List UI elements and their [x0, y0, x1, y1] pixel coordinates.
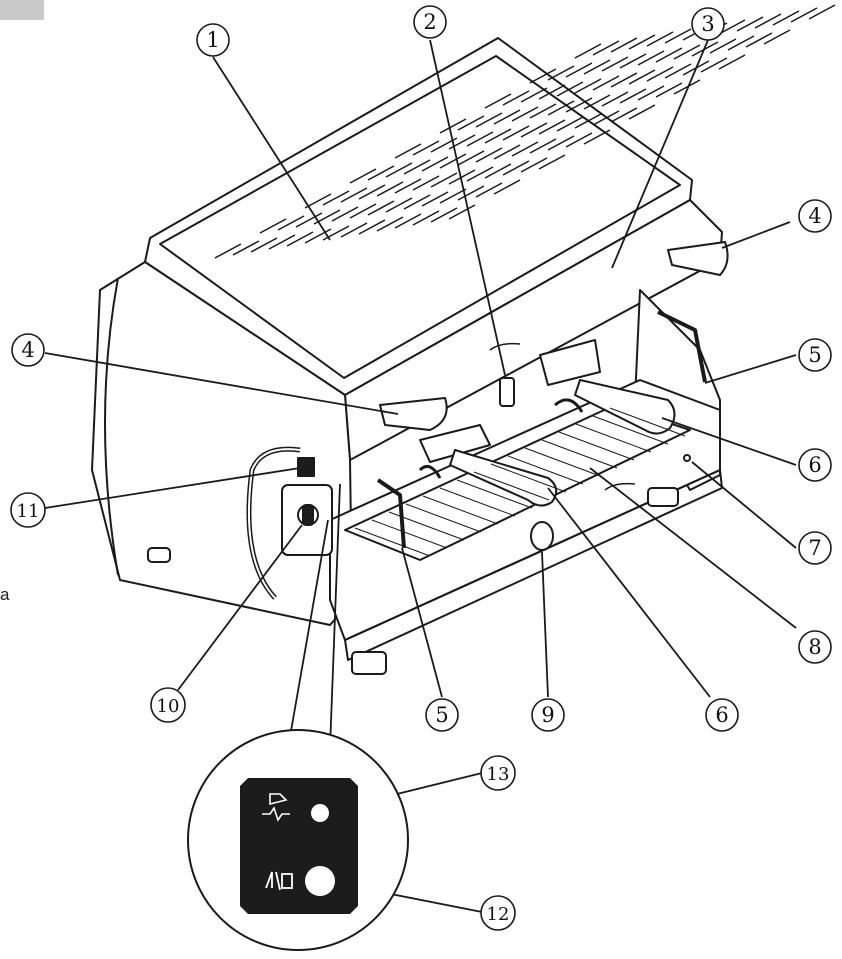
control-panel: [240, 778, 358, 914]
svg-text:9: 9: [541, 703, 554, 727]
svg-text:5: 5: [808, 343, 821, 367]
callout-8: 8: [798, 630, 832, 664]
power-on-off-icon: [265, 871, 293, 891]
stray-text: a: [0, 585, 10, 604]
svg-text:5: 5: [435, 703, 448, 727]
callout-4-left: 4: [11, 333, 45, 367]
callout-4-right: 4: [798, 199, 832, 233]
svg-text:10: 10: [157, 696, 180, 717]
callout-13: 13: [480, 755, 516, 791]
power-switch-button[interactable]: [305, 866, 335, 896]
callout-12: 12: [480, 895, 516, 931]
svg-text:11: 11: [17, 501, 40, 522]
svg-text:4: 4: [21, 338, 34, 362]
svg-text:1: 1: [206, 28, 219, 52]
svg-text:8: 8: [808, 635, 821, 659]
callout-9: 9: [531, 698, 565, 732]
svg-text:6: 6: [715, 703, 728, 727]
machine-body: [91, 37, 729, 675]
detail-zoom: [187, 729, 409, 951]
svg-text:2: 2: [423, 10, 436, 34]
svg-text:12: 12: [487, 904, 510, 925]
callout-6-bottom: 6: [705, 698, 739, 732]
callout-5-bottom: 5: [425, 698, 459, 732]
svg-text:6: 6: [808, 453, 821, 477]
callouts: 1 2 3 4 4 5 5 6 6 7 8 9 10 11 12 13: [10, 5, 832, 931]
svg-text:13: 13: [487, 764, 510, 785]
callout-2: 2: [413, 5, 447, 39]
callout-10: 10: [150, 687, 186, 723]
cup-warmer-heater-icon: [262, 793, 290, 822]
svg-text:3: 3: [701, 12, 714, 36]
callout-1: 1: [196, 23, 230, 57]
callout-3: 3: [691, 7, 725, 41]
svg-text:4: 4: [808, 204, 821, 228]
drip-tray-grid: [354, 407, 686, 557]
callout-11: 11: [10, 492, 46, 528]
callout-6-right: 6: [798, 448, 832, 482]
corner-tab: [0, 0, 44, 20]
svg-text:7: 7: [808, 536, 821, 560]
heater-indicator-light[interactable]: [311, 804, 329, 822]
callout-5-right: 5: [798, 338, 832, 372]
callout-7: 7: [798, 531, 832, 565]
